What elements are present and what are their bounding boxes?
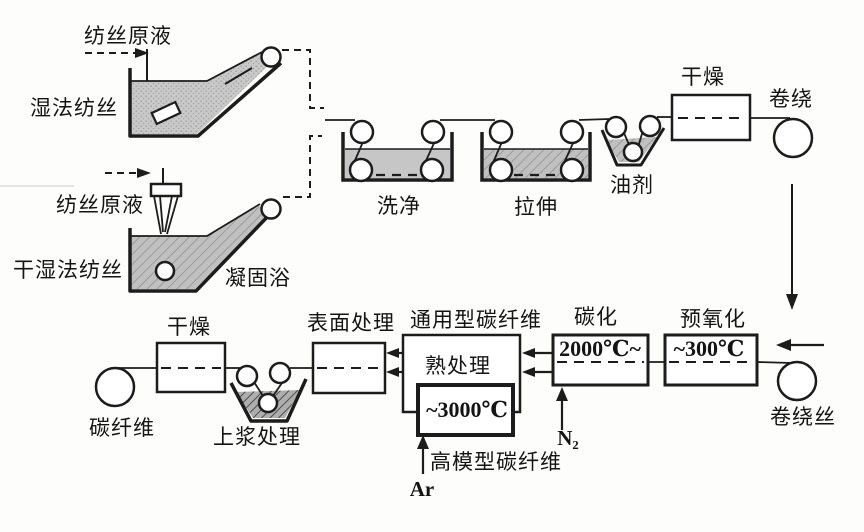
graphitization-temp-label: ~3000℃ xyxy=(426,397,508,422)
dry-wet-route-dashed-connector xyxy=(283,135,322,198)
carbonization-label: 碳化 xyxy=(574,305,618,329)
surface-treatment-label: 表面处理 xyxy=(307,311,395,335)
argon-label: Ar xyxy=(410,477,435,501)
wet-spinning-unit xyxy=(85,46,283,138)
carbon-fiber-bobbin xyxy=(94,366,136,408)
argon-arrowhead-icon xyxy=(417,435,429,449)
washing-bath xyxy=(341,119,454,183)
to-bottom-row-arrowhead-icon xyxy=(786,294,798,310)
wet-spinning-tank-outline xyxy=(128,61,283,138)
nitrogen-arrowhead-icon xyxy=(556,387,568,401)
preoxidation-temp-label: ~300℃ xyxy=(674,336,745,361)
preoxidation-label: 预氧化 xyxy=(680,307,746,331)
spinneret-funnel xyxy=(153,195,179,235)
stretching-bath xyxy=(480,119,592,183)
spin-dope-bottom-arrowhead-icon xyxy=(137,168,151,178)
wet-spinning-label: 湿法纺丝 xyxy=(30,96,118,120)
dry-wet-liquid-surface-line xyxy=(131,203,261,237)
process-thread-lines-top xyxy=(325,116,790,121)
coagulation-bath-label: 凝固浴 xyxy=(225,266,291,290)
dry-wet-spinning-unit xyxy=(105,168,282,293)
dry-wet-spinning-label: 干湿法纺丝 xyxy=(13,258,123,282)
sizing-rim-roller xyxy=(235,364,259,388)
stretching-bath-walls xyxy=(480,132,592,182)
sizing-trough xyxy=(225,361,313,423)
wet-spinning-spout-inner-line xyxy=(224,67,253,85)
wound-filament-label: 卷绕丝 xyxy=(770,405,836,429)
preoxidation-box xyxy=(663,333,759,387)
washing-submerged-roller xyxy=(348,157,374,183)
sizing-rim-roller xyxy=(268,361,292,385)
thread-wrap xyxy=(253,381,264,397)
sizing-dip-roller xyxy=(257,392,279,414)
stretching-top-roller xyxy=(559,119,585,145)
hm-carbon-fiber-label: 高模型碳纤维 xyxy=(430,450,562,474)
washing-label: 洗净 xyxy=(377,194,421,218)
stretching-submerged-roller xyxy=(488,157,514,183)
washing-submerged-roller xyxy=(419,157,445,183)
sizing-trough-outline xyxy=(229,378,308,423)
carbon-fiber-label: 碳纤维 xyxy=(89,416,155,440)
dry-wet-godet-roller xyxy=(260,198,282,220)
sizing-label: 上浆处理 xyxy=(213,425,301,449)
graphitization-box xyxy=(416,383,515,437)
wet-spinning-liquid-surface-line xyxy=(131,51,263,82)
wet-spinning-bath-liquid xyxy=(131,53,272,134)
carbonization-box xyxy=(551,333,650,387)
gp-carbon-fiber-label: 通用型碳纤维 xyxy=(410,308,542,332)
flow-left-arrowhead-icon xyxy=(776,339,791,351)
wound-filament-bobbin xyxy=(776,360,818,402)
wet-spinning-godet-roller xyxy=(260,46,282,68)
heat-to-surface-arrowhead-icon xyxy=(386,367,399,377)
oiling-label: 油剂 xyxy=(610,173,654,197)
washing-top-roller xyxy=(349,119,375,145)
spin-dope-top-arrowhead-icon xyxy=(135,48,149,58)
oiling-trough xyxy=(600,114,666,167)
oiling-trough-outline xyxy=(600,127,666,167)
wet-spinning-spinneret xyxy=(150,100,182,126)
washing-top-roller xyxy=(420,119,446,145)
carbonization-to-heat-arrowhead-icon xyxy=(522,348,535,358)
wet-route-dashed-connector xyxy=(282,49,324,109)
oiling-rim-roller xyxy=(604,115,628,139)
heat-to-surface-arrowhead-icon xyxy=(386,348,399,358)
stretching-label: 拉伸 xyxy=(514,195,558,219)
stretching-submerged-roller xyxy=(559,157,585,183)
dry-wet-tank-outline xyxy=(128,210,274,293)
carbonization-temp-label: 2000℃~ xyxy=(559,336,641,361)
stretching-top-roller xyxy=(488,119,514,145)
heat-treatment-label: 熟处理 xyxy=(425,354,491,378)
spin-dope-bottom-label: 纺丝原液 xyxy=(56,193,144,217)
drying-bottom-label: 干燥 xyxy=(167,315,211,339)
washing-bath-walls xyxy=(341,132,454,182)
thread-line xyxy=(756,361,793,364)
drying-top-label: 干燥 xyxy=(681,65,725,89)
spinneret-head xyxy=(149,182,183,198)
spin-dope-top-label: 纺丝原液 xyxy=(84,24,172,48)
oiling-rim-roller xyxy=(638,114,662,138)
carbonization-to-heat-arrowhead-icon xyxy=(522,367,535,377)
nitrogen-label: N₂ xyxy=(557,426,578,450)
bath-guide-roller xyxy=(154,260,176,282)
winding-label: 卷绕 xyxy=(769,87,813,111)
winding-bobbin xyxy=(772,117,814,159)
oiling-dip-roller xyxy=(622,141,644,163)
